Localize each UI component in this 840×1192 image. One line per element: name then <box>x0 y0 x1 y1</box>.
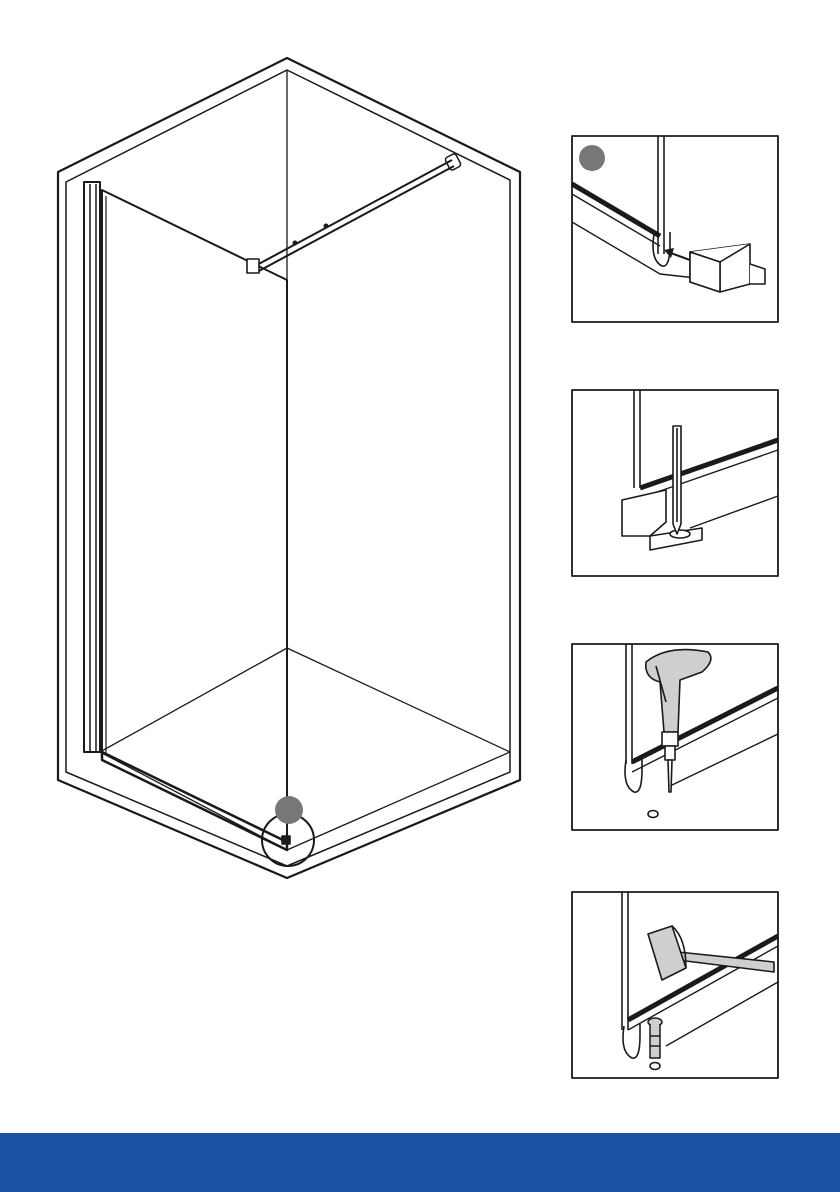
footer-bar <box>0 1133 840 1192</box>
glass-panel <box>102 190 287 842</box>
bottom-bracket <box>282 836 290 844</box>
drill-hole-icon <box>648 811 658 818</box>
pencil-icon <box>673 426 681 534</box>
detail-panel-3 <box>570 642 780 832</box>
stabiliser-bar <box>255 153 462 272</box>
bracket-block <box>690 244 765 292</box>
drill-hole-icon <box>650 1063 660 1070</box>
detail-panel-2 <box>570 388 780 578</box>
step-marker <box>275 796 303 824</box>
detail-panel-1 <box>570 134 780 324</box>
shower-enclosure-illustration <box>0 0 560 900</box>
detail-panel-4 <box>570 890 780 1080</box>
bracket-block <box>622 490 702 550</box>
glass-clamp <box>247 259 259 273</box>
panel-frame <box>572 892 778 1078</box>
enclosure-outline <box>58 58 520 878</box>
step-marker <box>579 145 605 171</box>
wall-plug-icon <box>648 1018 662 1058</box>
wall-profile-left <box>84 182 100 752</box>
